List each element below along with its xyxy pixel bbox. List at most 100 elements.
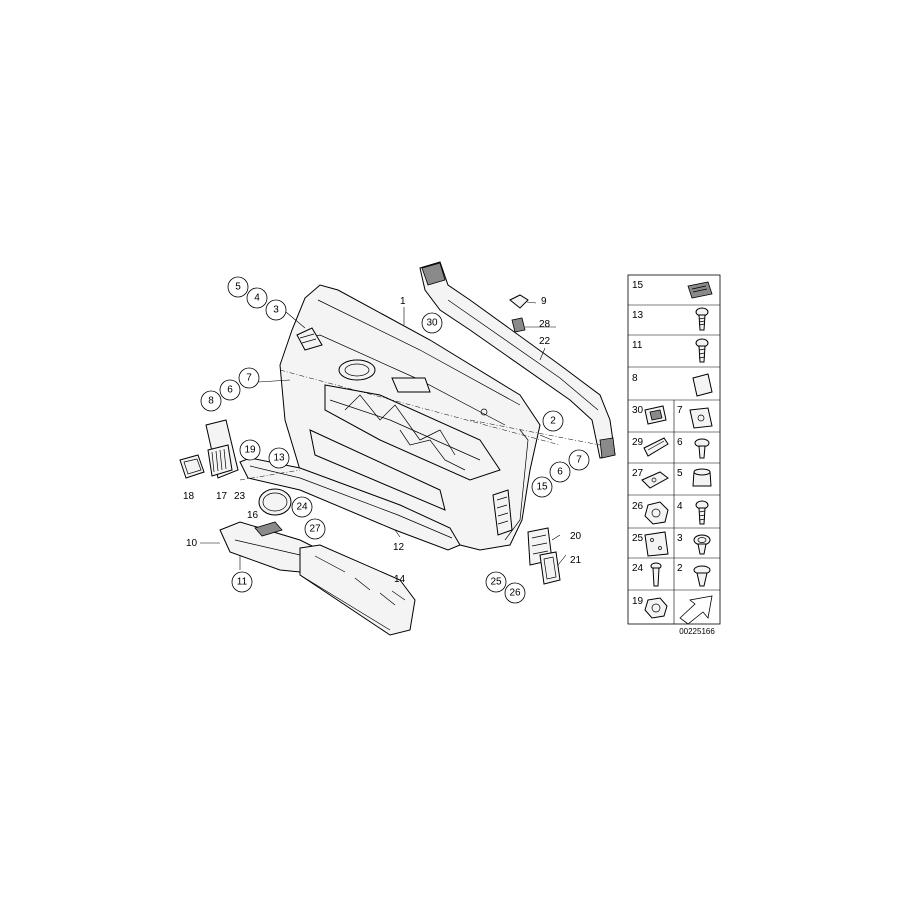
svg-text:6: 6 bbox=[227, 385, 233, 396]
legend-6: 6 bbox=[677, 437, 683, 448]
legend-25: 25 bbox=[632, 533, 644, 544]
callout-20: 20 bbox=[570, 531, 582, 542]
clip-9 bbox=[509, 294, 529, 309]
callout-9: 9 bbox=[541, 296, 547, 307]
svg-text:8: 8 bbox=[208, 396, 214, 407]
svg-text:6: 6 bbox=[557, 467, 563, 478]
svg-text:27: 27 bbox=[309, 524, 321, 535]
legend-29: 29 bbox=[632, 437, 644, 448]
callout-7b: 7 bbox=[568, 449, 590, 471]
svg-text:2: 2 bbox=[550, 416, 556, 427]
callout-12: 12 bbox=[393, 542, 405, 553]
svg-text:14: 14 bbox=[394, 574, 406, 585]
callout-2: 2 bbox=[542, 410, 564, 432]
callout-18: 18 bbox=[183, 491, 195, 502]
callout-16: 16 bbox=[247, 510, 259, 521]
svg-text:3: 3 bbox=[273, 305, 279, 316]
svg-text:22: 22 bbox=[539, 336, 551, 347]
svg-text:15: 15 bbox=[536, 482, 548, 493]
legend-glyph-24-bolt bbox=[650, 562, 662, 587]
legend-8: 8 bbox=[632, 373, 638, 384]
legend-26: 26 bbox=[632, 501, 644, 512]
legend-5: 5 bbox=[677, 468, 683, 479]
legend-glyph-7 bbox=[689, 407, 713, 429]
legend-19: 19 bbox=[632, 596, 644, 607]
tweeter-bracket-17 bbox=[205, 419, 239, 479]
callout-24: 24 bbox=[291, 496, 313, 518]
svg-text:4: 4 bbox=[254, 293, 260, 304]
legend-glyph-19-nut bbox=[644, 597, 668, 619]
legend-glyph-11-screw bbox=[695, 338, 709, 363]
callout-4: 4 bbox=[246, 287, 268, 309]
callout-6: 6 bbox=[219, 379, 241, 401]
svg-text:5: 5 bbox=[235, 282, 241, 293]
lower-trim-14 bbox=[299, 544, 416, 636]
legend-glyph-4-screw bbox=[695, 500, 709, 525]
svg-text:19: 19 bbox=[244, 445, 256, 456]
legend-glyph-25-plate bbox=[644, 531, 669, 557]
svg-text:11: 11 bbox=[237, 577, 248, 588]
callout-5: 5 bbox=[227, 276, 249, 298]
legend-glyph-30 bbox=[644, 405, 667, 425]
legend-glyph-15 bbox=[687, 281, 713, 299]
legend-glyph-13-screw bbox=[695, 307, 709, 331]
svg-text:26: 26 bbox=[509, 588, 521, 599]
svg-text:30: 30 bbox=[426, 318, 438, 329]
legend-glyph-6 bbox=[694, 438, 710, 459]
legend-24: 24 bbox=[632, 563, 644, 574]
svg-text:7: 7 bbox=[246, 373, 252, 384]
legend-30: 30 bbox=[632, 405, 644, 416]
callout-1: 1 bbox=[400, 296, 406, 307]
legend-2: 2 bbox=[677, 563, 683, 574]
legend-glyph-27 bbox=[641, 471, 669, 489]
svg-text:21: 21 bbox=[570, 555, 582, 566]
clip-28 bbox=[511, 317, 526, 333]
svg-text:1: 1 bbox=[400, 296, 406, 307]
upper-trim-rail bbox=[419, 261, 616, 459]
legend-glyph-8 bbox=[692, 373, 713, 397]
callout-17: 17 bbox=[216, 491, 228, 502]
legend-glyph-29 bbox=[643, 437, 669, 457]
callout-3: 3 bbox=[265, 299, 287, 321]
svg-text:16: 16 bbox=[247, 510, 259, 521]
svg-text:7: 7 bbox=[576, 455, 582, 466]
legend-glyph-26-nut bbox=[644, 501, 669, 525]
legend-13: 13 bbox=[632, 310, 644, 321]
callout-28: 28 bbox=[539, 319, 551, 330]
legend-4: 4 bbox=[677, 501, 683, 512]
svg-text:10: 10 bbox=[186, 538, 198, 549]
parts-legend: 15 13 11 8 30 7 29 6 27 5 26 4 25 3 24 2… bbox=[627, 274, 721, 636]
svg-text:12: 12 bbox=[393, 542, 405, 553]
callout-22: 22 bbox=[539, 336, 551, 347]
callout-8: 8 bbox=[200, 390, 222, 412]
svg-text:17: 17 bbox=[216, 491, 228, 502]
legend-27: 27 bbox=[632, 468, 644, 479]
door-trim-panel bbox=[279, 284, 541, 551]
svg-text:9: 9 bbox=[541, 296, 547, 307]
svg-text:23: 23 bbox=[234, 491, 246, 502]
callout-25: 25 bbox=[485, 571, 507, 593]
callout-11: 11 bbox=[231, 571, 253, 593]
legend-11: 11 bbox=[632, 340, 643, 351]
svg-text:25: 25 bbox=[490, 577, 502, 588]
diagram-id: 00225166 bbox=[679, 627, 715, 636]
legend-glyph-2-clip bbox=[693, 565, 711, 587]
callout-14: 14 bbox=[394, 574, 406, 585]
callout-19: 19 bbox=[239, 439, 261, 461]
callout-26: 26 bbox=[504, 582, 526, 604]
svg-text:18: 18 bbox=[183, 491, 195, 502]
callout-23: 23 bbox=[234, 491, 246, 502]
svg-text:20: 20 bbox=[570, 531, 582, 542]
svg-text:24: 24 bbox=[296, 502, 308, 513]
svg-text:28: 28 bbox=[539, 319, 551, 330]
leader-lines bbox=[200, 301, 567, 601]
ring-23 bbox=[258, 488, 292, 516]
legend-15: 15 bbox=[632, 280, 644, 291]
callout-15: 15 bbox=[531, 476, 553, 498]
callout-13: 13 bbox=[268, 447, 290, 469]
legend-3: 3 bbox=[677, 533, 683, 544]
cover-18 bbox=[179, 454, 205, 479]
legend-glyph-3-clip bbox=[693, 534, 711, 555]
callout-10: 10 bbox=[186, 538, 198, 549]
